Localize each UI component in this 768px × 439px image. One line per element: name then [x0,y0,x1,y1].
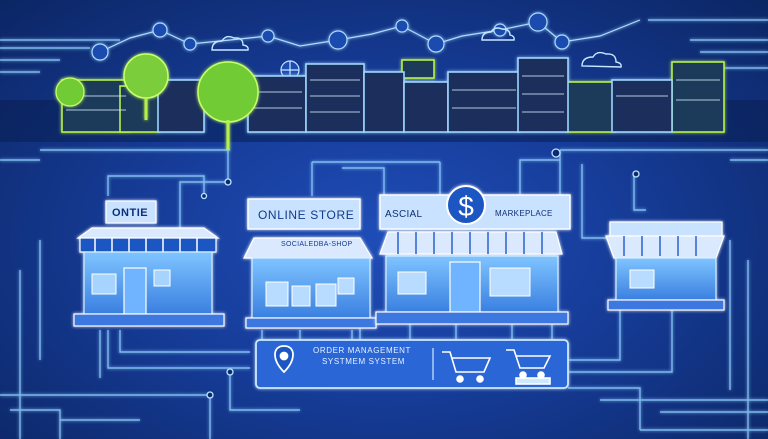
circuit-lines [0,19,768,439]
tree-icon [55,53,259,150]
shopping-cart-icon [442,349,552,385]
storefront-left [73,200,225,327]
marketplace-sign-left: ASCIAL [385,209,423,220]
marketplace-sign-right: MARKEPLACE [495,209,553,218]
dollar-sign: $ [458,191,474,222]
storefront-right [605,221,725,311]
order-management-title: ORDER MANAGEMENT [313,346,412,355]
storefront-left-sign: ONTIE [112,207,149,219]
map-pin-icon [274,345,294,374]
order-management-panel [255,339,569,389]
network-nodes [91,12,641,61]
dollar-coin-icon [446,185,486,225]
storefront-online-store [243,198,377,329]
skyline [61,57,725,133]
social-shop-banner: SOCIALEDBA-SHOP [281,241,353,248]
order-management-subtitle: SYSTMEM SYSTEM [322,357,406,366]
cloud-icon [211,27,622,68]
storefront-marketplace: $ [375,185,571,325]
online-store-sign: ONLINE STORE [258,208,355,222]
circuit-nodes [200,148,640,399]
